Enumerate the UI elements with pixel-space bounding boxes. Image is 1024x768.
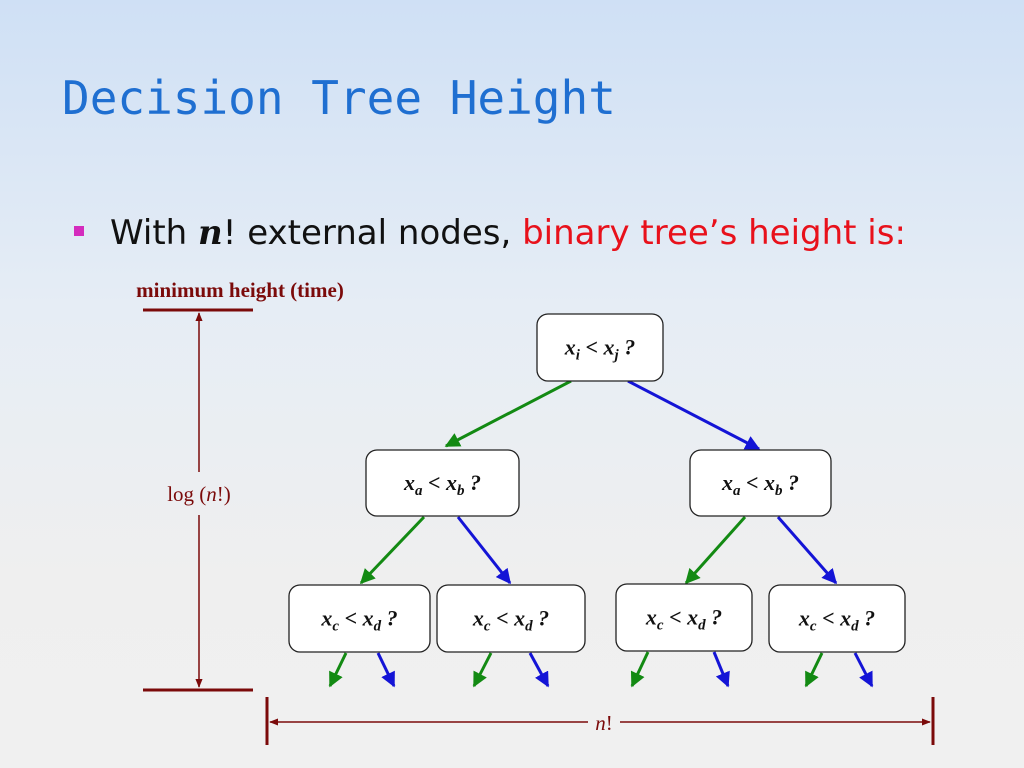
tree-node-ll2: xc < xd ? (288, 584, 431, 653)
tree-nodes: xi < xj ? xa < xb ? xa < xb ? xc < xd ? xc <… (288, 313, 906, 653)
node-comparison-label: xc < xd ? (645, 605, 722, 634)
edge-root-r1 (627, 379, 761, 451)
log-n-factorial-label: log (n!) (167, 482, 231, 506)
edge-root-l1 (444, 379, 572, 448)
node-box (436, 584, 586, 653)
bullet-line: With n! external nodes, binary tree’s he… (70, 210, 970, 256)
slide-title: Decision Tree Height (62, 71, 616, 125)
leaf-branch-rr2-true (804, 652, 824, 688)
edge-l1-lr2 (456, 516, 512, 585)
bullet-highlight-text: binary tree’s height is: (522, 213, 906, 253)
bullet-square-icon (74, 225, 84, 236)
node-box (615, 583, 753, 652)
node-box (365, 449, 520, 517)
bullet-middle-text: ! external nodes, (222, 213, 523, 253)
tree-node-rl2: xc < xd ? (615, 583, 753, 652)
node-comparison-label: xa < xb ? (403, 470, 481, 499)
node-comparison-label: xc < xd ? (798, 606, 875, 635)
height-dimension: minimum height (time) log (n!) (136, 278, 344, 692)
node-comparison-label: xi < xj ? (564, 335, 635, 364)
edge-l1-ll2 (359, 515, 426, 585)
node-comparison-label: xc < xd ? (320, 606, 397, 635)
tree-edges (359, 379, 838, 585)
leaf-branch-ll2-false (376, 652, 396, 688)
width-dimension: n! (265, 697, 935, 745)
node-comparison-label: xc < xd ? (472, 606, 549, 635)
tree-node-r1: xa < xb ? (689, 449, 832, 517)
leaf-branch-ll2-true (328, 652, 348, 688)
tree-node-l1: xa < xb ? (365, 449, 520, 517)
tree-node-lr2: xc < xd ? (436, 584, 586, 653)
bullet-prefix: With (110, 213, 199, 253)
leaf-branch-lr2-false (528, 652, 550, 688)
bullet-n-variable: n (198, 213, 223, 253)
node-box (536, 313, 664, 382)
n-factorial-label: n! (595, 711, 613, 735)
edge-r1-rl2 (684, 516, 747, 585)
node-box (768, 584, 906, 653)
leaf-branch-lr2-true (472, 652, 493, 688)
node-comparison-label: xa < xb ? (721, 470, 799, 499)
leaf-branch-rl2-false (712, 651, 730, 688)
tree-node-root: xi < xj ? (536, 313, 664, 382)
node-box (288, 584, 431, 653)
edge-r1-rr2 (776, 516, 838, 585)
leaf-branch-rl2-true (630, 651, 650, 688)
leaf-branches (328, 651, 874, 688)
node-box (689, 449, 832, 517)
tree-node-rr2: xc < xd ? (768, 584, 906, 653)
leaf-branch-rr2-false (853, 652, 874, 688)
minimum-height-label: minimum height (time) (136, 278, 344, 302)
